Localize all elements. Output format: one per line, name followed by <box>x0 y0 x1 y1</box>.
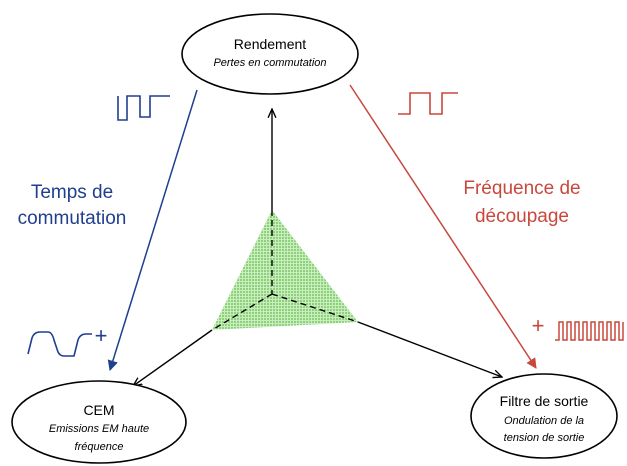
axis-filtre <box>357 321 502 377</box>
label-temps-line1: Temps de <box>31 182 113 203</box>
node-cem: CEM Emissions EM haute fréquence <box>11 380 187 464</box>
plus-temps: + <box>95 323 108 348</box>
node-rendement-title: Rendement <box>234 36 306 52</box>
label-temps-line2: commutation <box>18 208 127 229</box>
arrow-frequence-decoupage <box>349 84 537 369</box>
square-wave-icon <box>398 92 458 115</box>
label-frequence-line1: Fréquence de <box>463 178 580 199</box>
node-cem-subtitle-line2: fréquence <box>75 441 124 453</box>
axis-cem <box>133 329 213 386</box>
plus-frequence: + <box>532 313 545 338</box>
slow-edge-waveform-icon <box>117 95 170 121</box>
node-rendement: Rendement Pertes en commutation <box>181 13 359 95</box>
label-frequence-line2: découpage <box>475 206 569 227</box>
high-frequency-wave-icon <box>555 321 624 341</box>
node-filtre-subtitle-line2: tension de sortie <box>504 432 585 444</box>
node-cem-title: CEM <box>83 402 114 418</box>
node-filtre-subtitle-line1: Ondulation de la <box>504 415 584 427</box>
node-filtre: Filtre de sortie Ondulation de la tensio… <box>470 373 618 459</box>
rounded-wave-icon <box>27 331 92 357</box>
arrow-temps-commutation <box>107 89 198 372</box>
node-filtre-title: Filtre de sortie <box>500 393 589 409</box>
tradeoff-triangle <box>211 210 359 331</box>
node-rendement-subtitle: Pertes en commutation <box>213 57 326 69</box>
node-cem-subtitle-line1: Emissions EM haute <box>49 423 149 435</box>
